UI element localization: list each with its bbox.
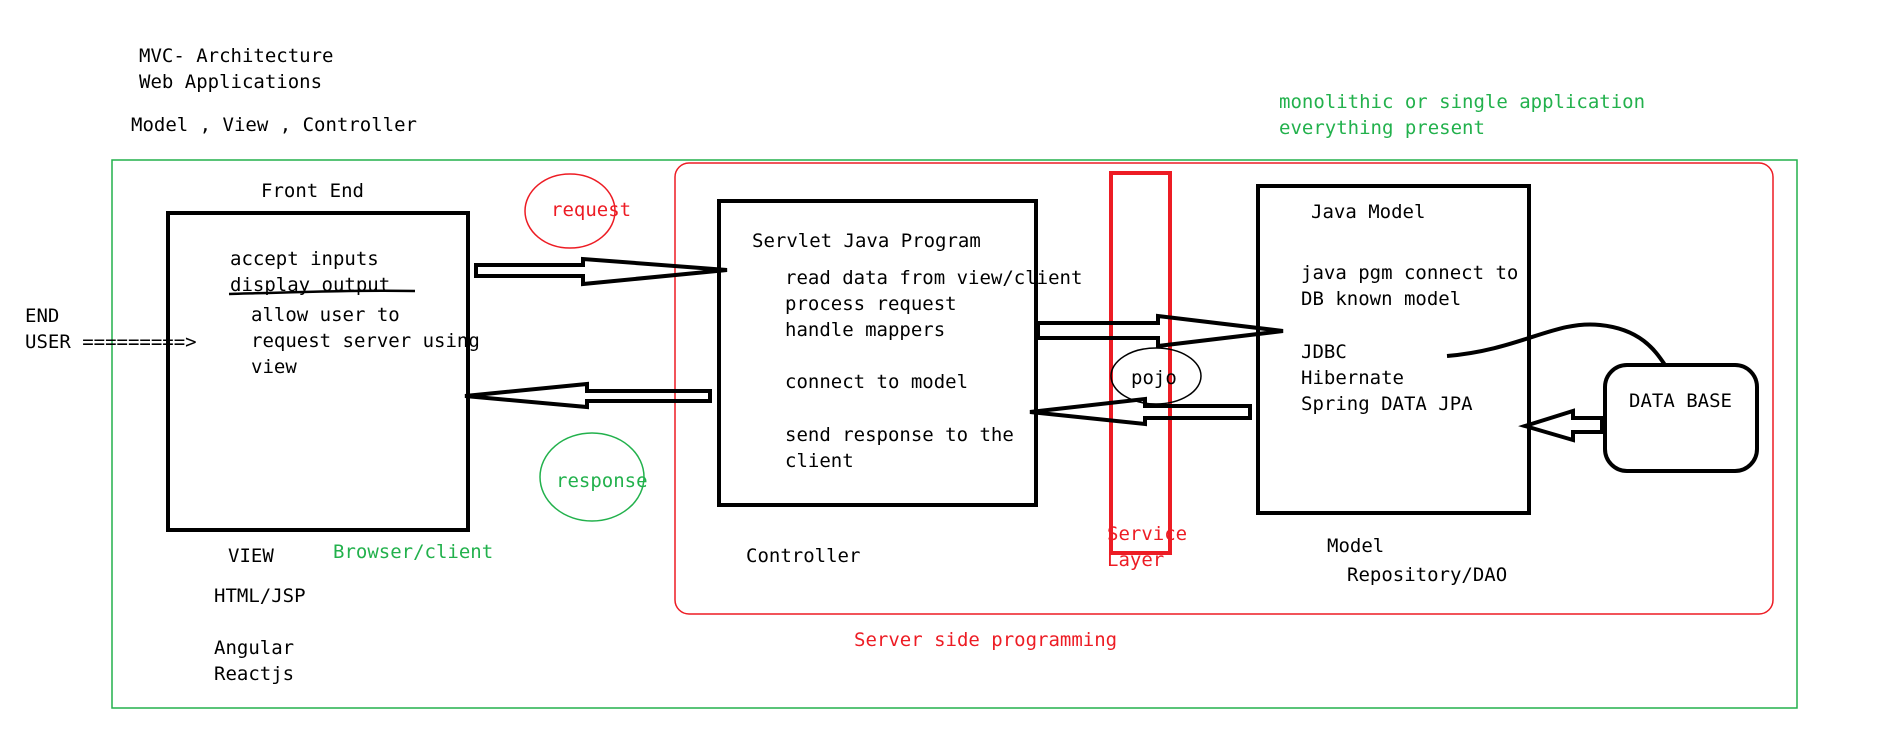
title-line-2: Web Applications bbox=[139, 71, 323, 93]
tech-reactjs: Reactjs bbox=[214, 663, 295, 685]
pojo-label: pojo bbox=[1131, 367, 1177, 389]
tech-html-jsp: HTML/JSP bbox=[214, 585, 306, 607]
frontend-line-2: display output bbox=[230, 274, 391, 296]
end-user-line-1: END bbox=[25, 305, 60, 327]
model-label: Model bbox=[1327, 535, 1385, 557]
monolith-note-line-2: everything present bbox=[1279, 117, 1485, 139]
monolith-boundary bbox=[111, 159, 1798, 709]
response-arrow bbox=[464, 381, 712, 410]
controller-title: Servlet Java Program bbox=[752, 230, 981, 252]
frontend-line-3: allow user to bbox=[251, 304, 400, 326]
controller-label: Controller bbox=[746, 545, 861, 567]
controller-line-5: send response to the bbox=[785, 424, 1014, 446]
request-circle bbox=[524, 173, 616, 249]
frontend-line-4: request server using bbox=[251, 330, 480, 352]
model-line-2: DB known model bbox=[1301, 288, 1462, 310]
service-layer-label-line-2: Layer bbox=[1107, 549, 1165, 571]
orm-to-database-curve bbox=[1446, 322, 1667, 367]
request-label: request bbox=[551, 199, 632, 221]
frontend-heading: Front End bbox=[261, 180, 364, 202]
model-box bbox=[1256, 184, 1531, 515]
database-box bbox=[1603, 363, 1759, 473]
repository-dao-label: Repository/DAO bbox=[1347, 564, 1508, 586]
controller-line-4: connect to model bbox=[785, 371, 969, 393]
frontend-box bbox=[166, 211, 470, 532]
model-line-3: JDBC bbox=[1301, 341, 1347, 363]
browser-client-label: Browser/client bbox=[333, 541, 494, 563]
response-label: response bbox=[556, 470, 648, 492]
model-line-4: Hibernate bbox=[1301, 367, 1404, 389]
service-layer-label-line-1: Service bbox=[1107, 523, 1188, 545]
mvc-subtitle: Model , View , Controller bbox=[131, 114, 417, 136]
title-line-1: MVC- Architecture bbox=[139, 45, 334, 67]
server-side-label: Server side programming bbox=[854, 629, 1118, 651]
controller-box bbox=[717, 199, 1038, 507]
tech-angular: Angular bbox=[214, 637, 295, 659]
model-line-1: java pgm connect to bbox=[1301, 262, 1519, 284]
database-label: DATA BASE bbox=[1629, 390, 1732, 412]
model-title: Java Model bbox=[1311, 201, 1426, 223]
frontend-line-5: view bbox=[251, 356, 297, 378]
controller-line-3: handle mappers bbox=[785, 319, 946, 341]
view-label: VIEW bbox=[228, 545, 274, 567]
service-layer-bar bbox=[1109, 171, 1172, 555]
display-output-underline bbox=[228, 289, 416, 296]
controller-line-1: read data from view/client bbox=[785, 267, 1083, 289]
model-line-5: Spring DATA JPA bbox=[1301, 393, 1473, 415]
server-side-boundary bbox=[674, 162, 1774, 615]
response-circle bbox=[539, 432, 645, 522]
model-to-controller-arrow bbox=[1029, 396, 1252, 427]
database-to-model-arrow bbox=[1518, 408, 1604, 443]
controller-to-model-arrow bbox=[1036, 313, 1284, 349]
end-user-line-2: USER =========> bbox=[25, 331, 197, 353]
request-arrow bbox=[474, 256, 728, 287]
controller-line-6: client bbox=[785, 450, 854, 472]
controller-line-2: process request bbox=[785, 293, 957, 315]
monolith-note-line-1: monolithic or single application bbox=[1279, 91, 1646, 113]
frontend-line-1: accept inputs bbox=[230, 248, 379, 270]
